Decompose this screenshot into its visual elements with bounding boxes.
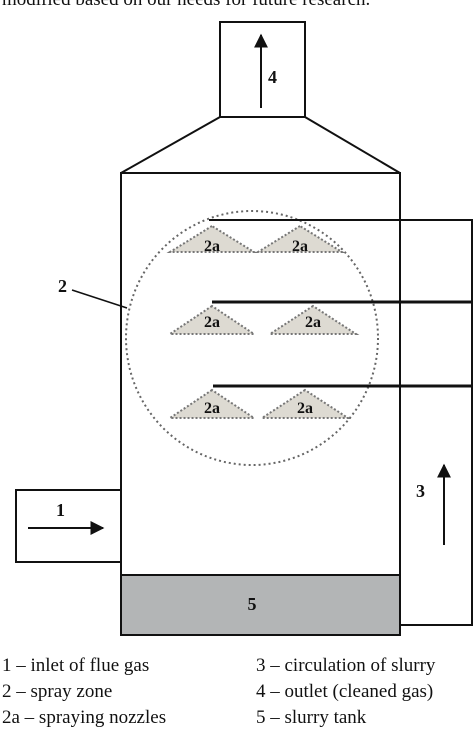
inlet-duct [15,489,121,563]
slurry-tank [120,574,401,636]
spray-nozzle [166,304,258,335]
legend-item-tank: 5 – slurry tank [256,707,367,728]
spray-zone-label: 2 [58,276,67,296]
nozzle-label: 2a [204,400,220,417]
hood [120,116,401,174]
spray-nozzle [254,224,346,253]
spray-nozzle [166,224,258,253]
spray-nozzle [166,388,258,419]
nozzle-label: 2a [305,314,321,331]
spray-nozzle [266,304,360,335]
absorber-column [120,172,401,636]
outlet-label: 4 [268,67,277,87]
legend-right-column: 3 – circulation of slurry 4 – outlet (cl… [256,653,435,731]
circulation-label: 3 [416,481,425,501]
tank-label: 5 [248,594,257,614]
legend: 1 – inlet of flue gas 2 – spray zone 2a … [0,653,474,732]
legend-item-nozzles: 2a – spraying nozzles [2,707,167,728]
spray-zone-boundary [125,210,379,466]
nozzle-label: 2a [297,400,313,417]
spray-nozzle [258,388,352,419]
legend-item-outlet: 4 – outlet (cleaned gas) [256,681,434,702]
legend-item-inlet: 1 – inlet of flue gas [2,655,150,676]
nozzle-label: 2a [204,314,220,331]
legend-item-circulation: 3 – circulation of slurry [256,655,436,676]
inlet-label: 1 [56,500,65,520]
circulation-pipe [400,219,473,626]
caption-fragment: modified based on our needs for future r… [2,0,474,10]
nozzle-label: 2a [292,238,308,255]
outlet-duct [219,21,306,118]
spray-zone-leader [71,289,128,309]
legend-item-spray-zone: 2 – spray zone [2,681,113,702]
nozzle-label: 2a [204,238,220,255]
legend-left-column: 1 – inlet of flue gas 2 – spray zone 2a … [2,653,166,731]
